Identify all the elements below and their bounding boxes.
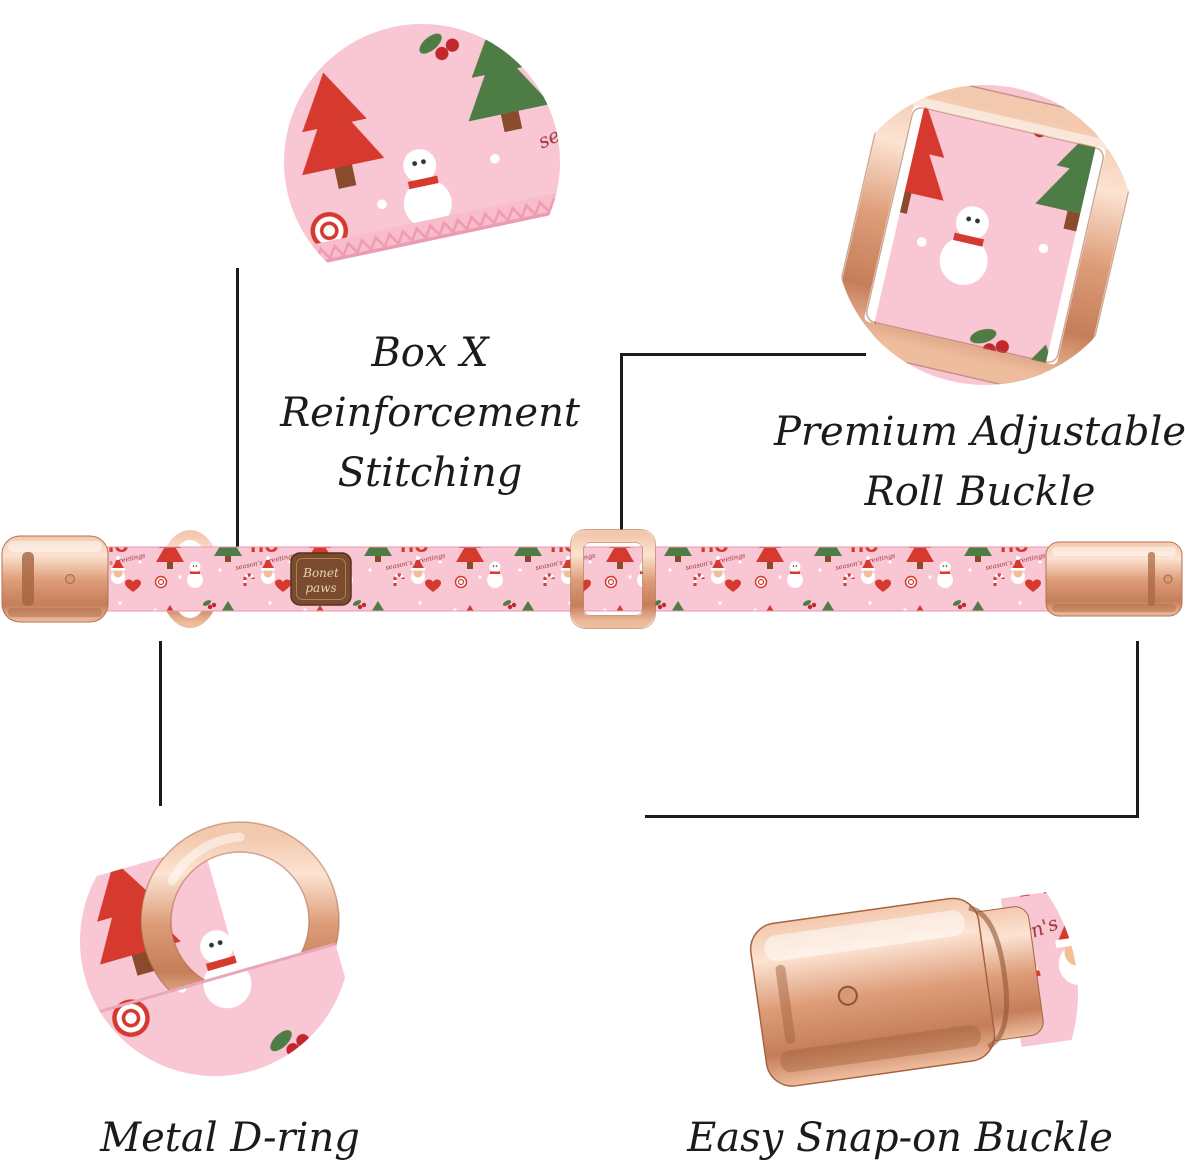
buckle-male-end: [1, 535, 109, 623]
connector-d-ring: [159, 641, 162, 806]
snap-buckle-closeup-graphic: [749, 885, 1078, 1087]
roll-buckle-closeup: [835, 85, 1135, 385]
brand-tag-text-line2: paws: [305, 581, 336, 595]
buckle-female-end: [1045, 541, 1183, 617]
label-roll-buckle: Premium Adjustable Roll Buckle: [770, 402, 1185, 522]
stitching-fabric-swatch: [284, 24, 560, 287]
connector-snap-buckle-horizontal: [645, 815, 1139, 818]
label-snap-buckle-text: Easy Snap-on Buckle: [687, 1115, 1113, 1161]
snap-buckle-closeup: [749, 885, 1078, 1087]
label-stitching-line2: Stitching: [337, 450, 523, 496]
label-d-ring: Metal D-ring: [40, 1108, 420, 1168]
d-ring-closeup-graphic: [80, 821, 350, 1076]
roll-buckle-slider: [570, 529, 656, 629]
connector-roll-buckle-horizontal: [620, 353, 866, 356]
label-roll-buckle-line2: Roll Buckle: [864, 469, 1096, 515]
connector-snap-buckle-vertical: [1136, 641, 1139, 818]
connector-roll-buckle-vertical: [620, 353, 623, 539]
collar-strap: [57, 546, 1063, 612]
callout-roll-buckle-closeup: [835, 85, 1135, 385]
d-ring-fabric-front: [80, 942, 350, 1076]
connector-stitching: [236, 268, 239, 550]
label-roll-buckle-line1: Premium Adjustable: [773, 409, 1185, 455]
zigzag-stitching: [284, 166, 560, 284]
roll-buckle-frame: [835, 85, 1135, 385]
callout-d-ring-closeup: [80, 806, 350, 1076]
label-d-ring-text: Metal D-ring: [100, 1115, 360, 1161]
snap-buckle-rivet: [837, 985, 858, 1006]
roll-buckle-closeup-graphic: [835, 85, 1135, 385]
callout-stitching-closeup: [284, 24, 560, 300]
label-snap-buckle: Easy Snap-on Buckle: [640, 1108, 1160, 1168]
dog-collar: Bonet paws: [1, 529, 1183, 629]
brand-tag: Bonet paws: [290, 552, 352, 606]
label-stitching-line1: Box X Reinforcement: [280, 330, 580, 436]
stitching-closeup-graphic: [284, 24, 560, 287]
label-stitching: Box X Reinforcement Stitching: [245, 323, 615, 503]
callout-snap-buckle-closeup: [728, 818, 1078, 1168]
brand-tag-text-line1: Bonet: [302, 566, 339, 580]
